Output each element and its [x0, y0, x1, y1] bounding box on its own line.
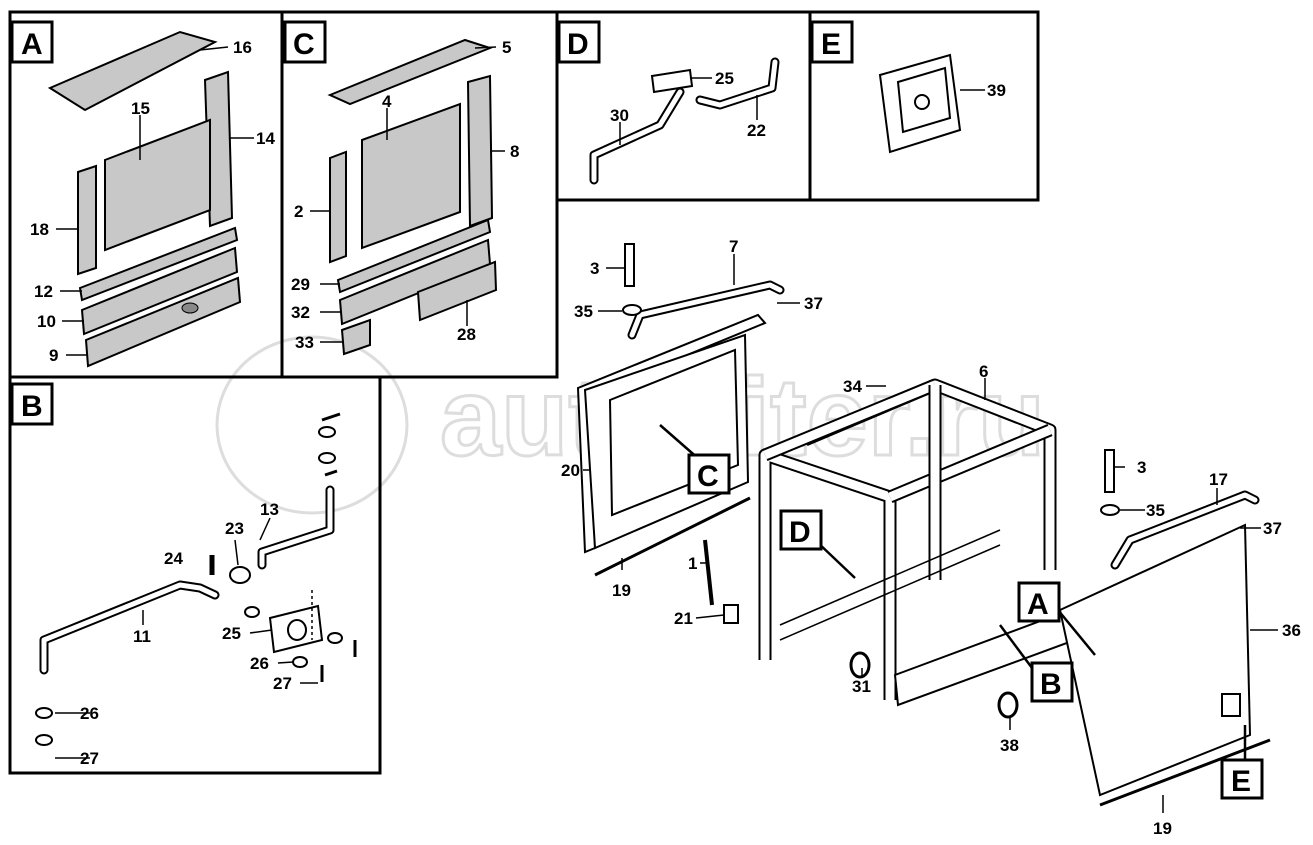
label-3: 3 [590, 259, 599, 278]
panel-b-parts [35, 412, 357, 759]
callout-d: D [779, 509, 823, 551]
label-31: 31 [852, 677, 871, 696]
svg-text:D: D [567, 28, 589, 61]
callout-a: A [1017, 581, 1061, 623]
svg-text:D: D [789, 516, 811, 549]
svg-text:C: C [697, 460, 719, 493]
panel-e-letter: E [810, 20, 854, 64]
panel-d-parts [589, 57, 780, 185]
label-28: 28 [457, 325, 476, 344]
label-17: 17 [1209, 470, 1228, 489]
label-33: 33 [295, 333, 314, 352]
label-22: 22 [747, 121, 766, 140]
svg-text:E: E [1231, 765, 1251, 798]
svg-text:E: E [821, 28, 841, 61]
label-19: 19 [612, 581, 631, 600]
label-37: 37 [804, 294, 823, 313]
label-26: 26 [250, 654, 269, 673]
label-26: 26 [80, 704, 99, 723]
label-25: 25 [715, 69, 734, 88]
panel-b-letter: B [10, 382, 54, 426]
label-35: 35 [574, 302, 593, 321]
label-27: 27 [273, 674, 292, 693]
label-39: 39 [987, 81, 1006, 100]
label-24: 24 [164, 549, 183, 568]
callout-c: C [687, 453, 731, 495]
label-9: 9 [49, 346, 58, 365]
label-11: 11 [133, 627, 151, 646]
callout-e: E [1220, 758, 1264, 800]
svg-text:A: A [21, 28, 43, 61]
svg-text:A: A [1027, 588, 1049, 621]
label-1: 1 [688, 554, 697, 573]
panel-c-parts [310, 38, 505, 356]
label-25: 25 [222, 624, 241, 643]
label-18: 18 [30, 220, 49, 239]
panel-a-letter: A [10, 20, 54, 64]
label-6: 6 [979, 362, 988, 381]
label-27: 27 [80, 749, 99, 768]
label-30: 30 [610, 106, 629, 125]
label-4: 4 [382, 92, 392, 111]
label-13: 13 [260, 500, 279, 519]
svg-text:C: C [293, 28, 315, 61]
svg-text:B: B [21, 390, 43, 423]
panel-frames [8, 10, 1040, 775]
panel-d-letter: D [557, 20, 601, 64]
label-34: 34 [843, 377, 862, 396]
callout-b: B [1030, 661, 1074, 703]
label-16: 16 [233, 38, 252, 57]
label-29: 29 [291, 275, 310, 294]
label-8: 8 [510, 142, 519, 161]
label-35: 35 [1146, 501, 1165, 520]
label-7: 7 [729, 237, 738, 256]
panel-a-parts [47, 30, 254, 368]
label-32: 32 [291, 303, 310, 322]
main-assembly [576, 243, 1278, 813]
panel-c-letter: C [283, 20, 327, 64]
label-14: 14 [256, 129, 275, 148]
label-20: 20 [561, 461, 580, 480]
label-5: 5 [502, 38, 511, 57]
label-19: 19 [1153, 819, 1172, 838]
label-23: 23 [225, 519, 244, 538]
label-12: 12 [34, 282, 53, 301]
label-21: 21 [674, 609, 693, 628]
label-15: 15 [131, 99, 150, 118]
label-2: 2 [294, 202, 303, 221]
label-37: 37 [1263, 519, 1282, 538]
label-38: 38 [1000, 736, 1019, 755]
label-3: 3 [1137, 458, 1146, 477]
label-36: 36 [1282, 621, 1301, 640]
label-10: 10 [37, 312, 56, 331]
panel-e-parts [878, 53, 985, 154]
svg-text:B: B [1040, 668, 1062, 701]
